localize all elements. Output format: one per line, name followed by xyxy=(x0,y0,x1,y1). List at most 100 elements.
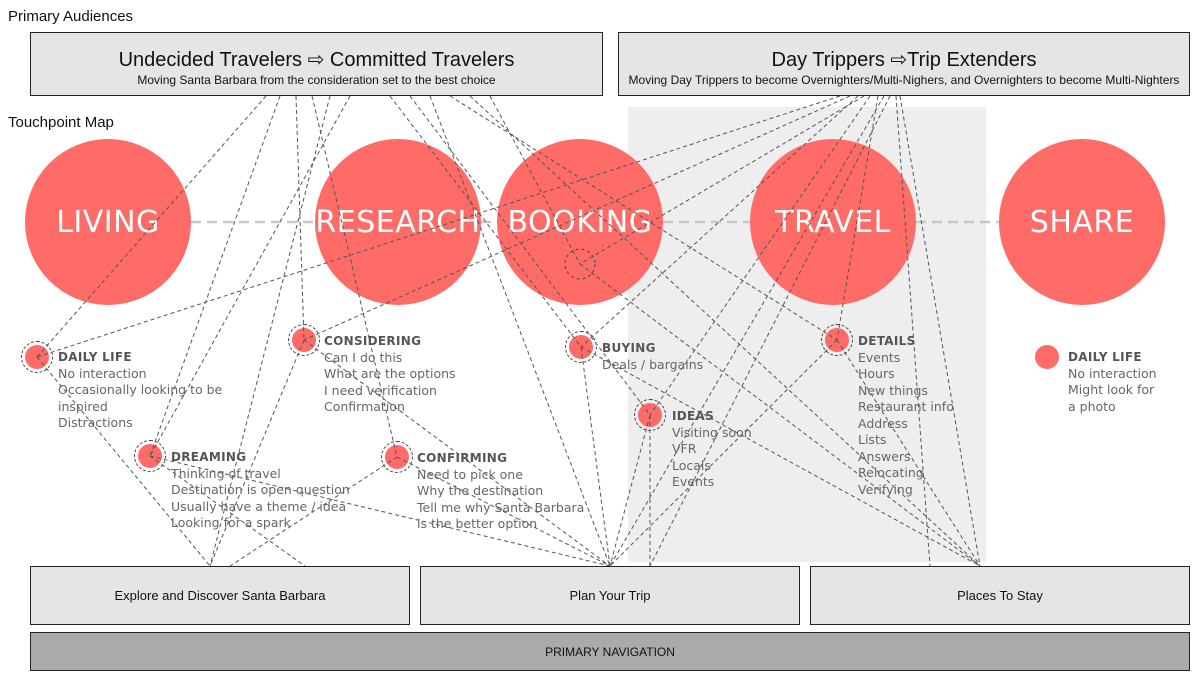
touchpoint-dreaming: DREAMING Thinking of travel Destination … xyxy=(171,449,350,532)
connector-line xyxy=(649,95,871,416)
primary-navigation[interactable]: PRIMARY NAVIGATION xyxy=(30,632,1190,671)
touchpoint-line: Deals / bargains xyxy=(602,356,704,372)
connector-line xyxy=(449,95,838,341)
touchpoint-line: I need verification xyxy=(324,382,437,398)
audience-box-day-trippers: Day Trippers ⇨Trip Extenders Moving Day … xyxy=(618,32,1190,96)
touchpoint-title: IDEAS xyxy=(672,409,715,423)
touchpoint-line: Distractions xyxy=(58,415,133,430)
touchpoint-line: Relocating xyxy=(858,465,924,480)
touchpoint-daily-life: DAILY LIFE No interaction Occasionally l… xyxy=(58,349,222,432)
nav-plan-your-trip[interactable]: Plan Your Trip xyxy=(420,566,800,625)
connector-line xyxy=(149,95,351,457)
touchpoint-line: Events xyxy=(672,474,715,489)
connector-line xyxy=(895,95,931,567)
connector-line xyxy=(580,346,611,567)
touchpoint-line: VFR xyxy=(672,441,697,456)
connector-line xyxy=(649,95,891,567)
touchpoint-line: Hours xyxy=(858,366,895,381)
dot-daily-life-share xyxy=(1035,345,1059,369)
touchpoint-map-label: Touchpoint Map xyxy=(8,114,114,131)
dot-daily-life xyxy=(21,341,53,373)
connector-line xyxy=(489,95,581,265)
touchpoint-line: Thinking of travel xyxy=(171,465,281,481)
connector-line xyxy=(836,339,981,567)
touchpoint-line: Tell me why Santa Barbara xyxy=(417,499,585,515)
touchpoint-considering: CONSIDERING Can I do this What are the o… xyxy=(324,333,456,416)
touchpoint-line: Answers xyxy=(858,448,911,464)
connector-line xyxy=(36,95,267,358)
audience-subtitle: Moving Day Trippers to become Overnighte… xyxy=(628,73,1180,87)
touchpoint-line: is the better option xyxy=(417,516,538,531)
touchpoint-confirming: CONFIRMING Need to pick one Why the dest… xyxy=(417,450,584,533)
connector-line xyxy=(580,346,981,567)
touchpoint-line: No interaction xyxy=(1068,365,1157,381)
connector-line xyxy=(609,95,885,567)
touchpoint-line: Usually have a theme / idea xyxy=(171,498,347,514)
connector-line xyxy=(469,95,981,567)
touchpoint-line: Lists xyxy=(858,432,887,447)
touchpoint-line: Visiting soon xyxy=(672,424,752,440)
connector-line xyxy=(36,356,211,567)
booking-ring xyxy=(564,248,596,280)
touchpoint-line: Destination is open question xyxy=(171,482,350,497)
connector-line xyxy=(836,95,879,341)
stage-booking: BOOKING xyxy=(497,139,663,305)
touchpoint-line: What are the options xyxy=(324,366,456,381)
connector-line xyxy=(303,339,611,567)
connector-line xyxy=(609,339,838,567)
connector-line xyxy=(396,456,611,567)
touchpoint-title: CONSIDERING xyxy=(324,334,422,348)
touchpoint-line: Verifying xyxy=(858,481,913,497)
touchpoint-line: Events xyxy=(858,349,901,365)
nav-places-to-stay[interactable]: Places To Stay xyxy=(810,566,1190,625)
connector-line xyxy=(209,95,331,567)
touchpoint-daily-life-share: DAILY LIFE No interaction Might look for… xyxy=(1068,349,1157,415)
touchpoint-title: DAILY LIFE xyxy=(58,350,132,364)
touchpoint-title: CONFIRMING xyxy=(417,451,508,465)
connector-line xyxy=(389,95,582,348)
audience-title: Day Trippers ⇨Trip Extenders xyxy=(771,49,1037,71)
audience-title: Undecided Travelers ⇨ Committed Traveler… xyxy=(118,49,515,71)
touchpoint-line: inspired xyxy=(58,398,108,414)
connector-line xyxy=(36,95,841,358)
connector-line xyxy=(209,339,305,567)
touchpoint-line: a photo xyxy=(1068,398,1116,414)
connector-line xyxy=(149,95,281,457)
nav-explore[interactable]: Explore and Discover Santa Barbara xyxy=(30,566,410,625)
connector-line xyxy=(579,95,865,265)
touchpoint-line: Can I do this xyxy=(324,349,403,365)
connector-line xyxy=(609,414,651,567)
primary-audiences-label: Primary Audiences xyxy=(8,8,134,25)
touchpoint-line: Occasionally looking to be xyxy=(58,382,223,397)
touchpoint-line: Might look for xyxy=(1068,382,1155,397)
touchpoint-line: Address xyxy=(858,415,908,431)
audience-subtitle: Moving Santa Barbara from the considerat… xyxy=(137,73,496,87)
connector-line xyxy=(311,95,398,458)
connector-line xyxy=(295,95,305,341)
touchpoint-ideas: IDEAS Visiting soon VFR Locals Events xyxy=(672,408,752,491)
touchpoint-line: Confirmation xyxy=(324,399,405,414)
touchpoint-line: Need to pick one xyxy=(417,466,523,482)
touchpoint-line: Why the destination xyxy=(417,483,544,498)
touchpoint-title: DREAMING xyxy=(171,450,247,464)
touchpoint-details: DETAILS Events Hours New things Restaura… xyxy=(858,333,954,498)
connector-line xyxy=(149,455,611,567)
touchpoint-line: Restaurant info xyxy=(858,399,954,414)
stage-living: LIVING xyxy=(25,139,191,305)
connector-line xyxy=(303,95,851,341)
touchpoint-line: New things xyxy=(858,382,928,398)
touchpoint-line: No interaction xyxy=(58,365,147,381)
connector-line xyxy=(229,456,398,567)
connector-line xyxy=(899,95,981,567)
connector-line xyxy=(149,455,306,567)
touchpoint-title: BUYING xyxy=(602,341,656,355)
touchpoint-buying: BUYING Deals / bargains xyxy=(602,340,703,373)
stage-share: SHARE xyxy=(999,139,1165,305)
touchpoint-line: Locals xyxy=(672,457,711,473)
connector-line xyxy=(580,95,859,348)
touchpoint-title: DETAILS xyxy=(858,334,916,348)
touchpoint-line: Looking for a spark xyxy=(171,515,291,530)
stage-travel: TRAVEL xyxy=(750,139,916,305)
touchpoint-title: DAILY LIFE xyxy=(1068,350,1142,364)
